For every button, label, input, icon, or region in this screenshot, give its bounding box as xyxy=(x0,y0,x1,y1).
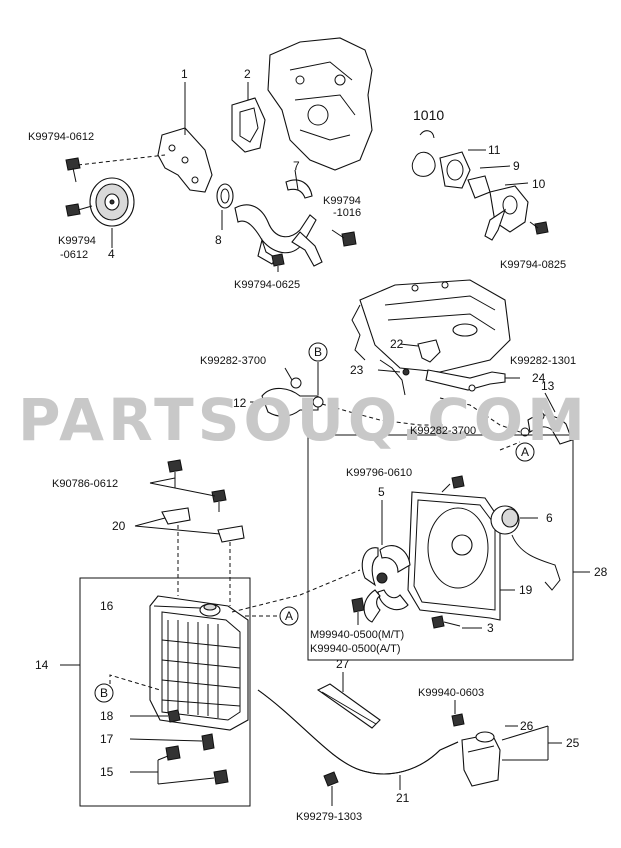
label-part-11: 11 xyxy=(488,143,501,157)
water-outlet-part-10[interactable] xyxy=(484,185,529,241)
fan-motor-part-6[interactable] xyxy=(490,505,561,591)
code-k99279-1303: K99279-1303 xyxy=(296,811,362,823)
cylinder-head xyxy=(351,279,511,373)
label-part-19: 19 xyxy=(519,583,533,597)
radiator-box xyxy=(79,577,251,807)
bracket-part-20[interactable] xyxy=(161,507,245,543)
bolt-k99794-0825[interactable] xyxy=(529,221,549,235)
gasket-part-2[interactable] xyxy=(231,97,266,153)
label-part-12: 12 xyxy=(233,396,247,410)
label-part-25: 25 xyxy=(566,736,580,750)
code-k90786-0612: K90786-0612 xyxy=(52,478,118,490)
code-k99794-0612-mid-a: K99794 xyxy=(58,235,96,247)
svg-text:B: B xyxy=(100,686,108,700)
code-k99282-1301: K99282-1301 xyxy=(510,355,576,367)
label-part-5: 5 xyxy=(378,485,385,499)
label-part-9: 9 xyxy=(513,159,520,173)
code-k99940-0500: K99940-0500(A/T) xyxy=(310,643,401,655)
ref-circle-a-1: A xyxy=(279,606,299,626)
label-part-8: 8 xyxy=(215,233,222,247)
bolt-part-3[interactable] xyxy=(431,615,461,629)
bolt-k90786-0612-b[interactable] xyxy=(211,489,227,512)
radiator-cap-part-16[interactable] xyxy=(199,603,221,617)
watermark: PARTSOUQ.COM xyxy=(18,386,589,454)
code-k99794-0612-mid-b: -0612 xyxy=(60,249,88,261)
bolt-k99794-0625[interactable] xyxy=(271,253,285,272)
thermostat-housing-part-11[interactable] xyxy=(439,151,471,189)
svg-text:B: B xyxy=(314,345,322,359)
ref-circle-a-2: A xyxy=(515,442,535,462)
pipe-part-22[interactable] xyxy=(417,339,441,363)
svg-text:A: A xyxy=(521,445,529,459)
label-part-6: 6 xyxy=(546,511,553,525)
pipe-part-23[interactable] xyxy=(379,359,410,396)
engine-block-top xyxy=(267,37,373,171)
drain-plug-part-18[interactable] xyxy=(167,709,181,723)
label-part-3: 3 xyxy=(487,621,494,635)
code-k99282-3700-right: K99282-3700 xyxy=(410,425,476,437)
nut-m99940-0500[interactable] xyxy=(351,597,365,613)
label-part-1010: 1010 xyxy=(413,107,444,123)
label-part-4: 4 xyxy=(108,247,115,261)
bolt-k99794-0612-top[interactable] xyxy=(65,157,81,183)
hose-part-27[interactable] xyxy=(316,683,381,729)
code-k99796-0610: K99796-0610 xyxy=(346,467,412,479)
label-part-21: 21 xyxy=(396,791,410,805)
reservoir-cap-part-26[interactable] xyxy=(475,731,495,743)
label-part-15: 15 xyxy=(100,765,114,779)
label-part-28: 28 xyxy=(594,565,608,579)
svg-text:A: A xyxy=(285,609,293,623)
code-k99794-0825: K99794-0825 xyxy=(500,259,566,271)
bolt-k99796-0610[interactable] xyxy=(441,475,465,493)
thermostat-part-9[interactable] xyxy=(467,175,491,199)
thermostat-gasket-outline xyxy=(411,130,436,177)
nut-part-15[interactable] xyxy=(165,745,229,785)
label-part-23: 23 xyxy=(350,363,364,377)
gasket-part-8[interactable] xyxy=(216,183,234,209)
bolt-k99794-0612-mid[interactable] xyxy=(65,203,93,217)
water-pump-pulley[interactable] xyxy=(89,177,135,227)
ref-circle-b-1: B xyxy=(308,342,328,362)
label-part-13: 13 xyxy=(541,379,555,393)
code-k99794-1016-b: -1016 xyxy=(333,207,361,219)
clamp-k99279-1303[interactable] xyxy=(323,771,339,806)
fan-assembly-box xyxy=(307,434,574,661)
label-part-27: 27 xyxy=(336,657,350,671)
label-part-1: 1 xyxy=(181,67,188,81)
label-part-2: 2 xyxy=(244,67,251,81)
label-part-17: 17 xyxy=(100,732,114,746)
label-part-7: 7 xyxy=(293,159,300,173)
drain-cock-part-17[interactable] xyxy=(201,733,215,751)
hose-part-13[interactable] xyxy=(520,411,573,445)
bolt-k99794-1016[interactable] xyxy=(331,229,357,247)
code-k99794-0612-top: K99794-0612 xyxy=(28,131,94,143)
code-k99282-3700-top: K99282-3700 xyxy=(200,355,266,367)
hose-part-12[interactable] xyxy=(261,377,324,417)
engine-mount-bracket[interactable] xyxy=(157,127,213,193)
code-k99940-0603: K99940-0603 xyxy=(418,687,484,699)
label-part-18: 18 xyxy=(100,709,114,723)
label-part-16: 16 xyxy=(100,599,114,613)
label-part-24: 24 xyxy=(532,371,546,385)
fan-blade-part-5[interactable] xyxy=(361,545,411,623)
label-part-20: 20 xyxy=(112,519,126,533)
bolt-k99940-0603[interactable] xyxy=(451,713,465,727)
fan-shroud-part-19[interactable] xyxy=(407,491,501,621)
code-k99794-0625: K99794-0625 xyxy=(234,279,300,291)
label-part-22: 22 xyxy=(390,337,404,351)
pipe-part-24[interactable] xyxy=(425,369,506,392)
code-k99794-1016-a: K99794 xyxy=(323,195,361,207)
radiator-part-14[interactable] xyxy=(149,595,249,731)
overflow-hose-part-21[interactable] xyxy=(257,689,459,775)
ref-circle-b-2: B xyxy=(94,683,114,703)
code-m99940-0500: M99940-0500(M/T) xyxy=(310,629,404,641)
water-pipe-part-7[interactable] xyxy=(234,179,323,267)
label-part-10: 10 xyxy=(532,177,546,191)
label-part-14: 14 xyxy=(35,658,49,672)
label-part-26: 26 xyxy=(520,719,534,733)
bolt-k90786-0612-a[interactable] xyxy=(167,459,183,488)
